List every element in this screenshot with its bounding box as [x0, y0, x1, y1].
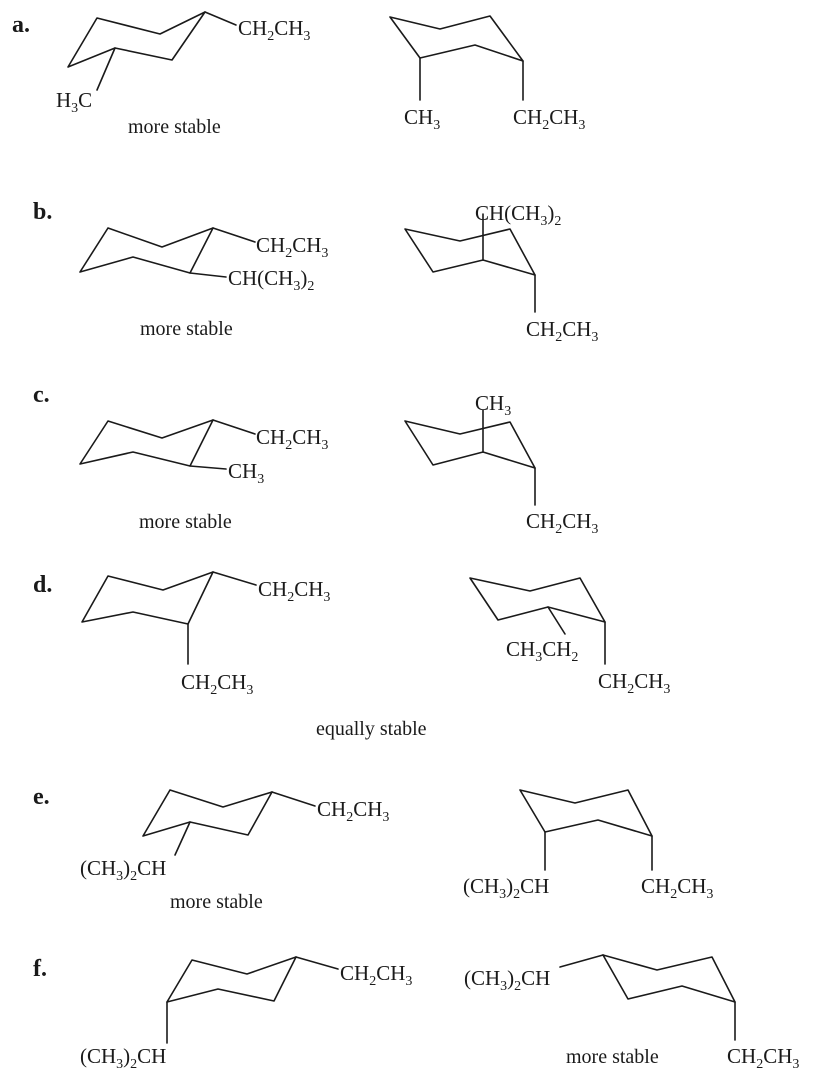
part-d-right-structure: CH3CH2 CH2CH3 — [469, 577, 670, 697]
substituent-c-left-1: CH2CH3 — [256, 425, 328, 453]
substituent-b-right-2: CH2CH3 — [526, 317, 598, 345]
cyclohexane-chair-e-left — [142, 789, 273, 837]
substituent-e-left-1: CH2CH3 — [317, 797, 389, 825]
stability-note-b: more stable — [140, 318, 233, 340]
substituent-e-right-1: (CH3)2CH — [463, 874, 549, 902]
stability-note-d: equally stable — [316, 718, 427, 740]
substituent-d-right-2: CH2CH3 — [598, 669, 670, 697]
substituent-a-right-1: CH3 — [404, 105, 440, 133]
part-b-right-structure: CH(CH3)2 CH2CH3 — [404, 201, 598, 345]
part-c-right-structure: CH3 CH2CH3 — [404, 391, 598, 537]
part-label-f: f. — [33, 956, 47, 982]
stability-note-e: more stable — [170, 891, 263, 913]
part-label-a: a. — [12, 12, 30, 38]
substituent-a-left-2: H3C — [56, 88, 92, 116]
substituent-c-right-1: CH3 — [475, 391, 511, 419]
part-f: f. CH2CH3 (CH3)2CH (CH3)2CH CH2CH3 more … — [33, 954, 799, 1072]
part-c: c. CH2CH3 CH3 more stable CH3 CH2CH3 — [33, 382, 598, 537]
substituent-d-right-1: CH3CH2 — [506, 637, 578, 665]
substituent-f-right-1: (CH3)2CH — [464, 966, 550, 994]
stability-note-f: more stable — [566, 1046, 659, 1068]
substituent-b-left-1: CH2CH3 — [256, 233, 328, 261]
substituent-c-left-2: CH3 — [228, 459, 264, 487]
substituent-e-right-2: CH2CH3 — [641, 874, 713, 902]
cyclohexane-chair-e-right — [519, 789, 653, 837]
cyclohexane-chair-c-left — [79, 419, 214, 467]
cyclohexane-chair-b-left — [79, 227, 214, 274]
part-f-right-structure: (CH3)2CH CH2CH3 more stable — [464, 954, 799, 1072]
part-c-left-structure: CH2CH3 CH3 more stable — [79, 419, 328, 533]
part-label-c: c. — [33, 382, 50, 408]
part-d: d. CH2CH3 CH2CH3 CH3CH2 CH2CH3 equally s… — [33, 571, 670, 740]
stability-note-a: more stable — [128, 116, 221, 138]
substituent-f-left-2: (CH3)2CH — [80, 1044, 166, 1072]
part-label-d: d. — [33, 572, 52, 598]
part-f-left-structure: CH2CH3 (CH3)2CH — [80, 956, 412, 1072]
substituent-b-left-2: CH(CH3)2 — [228, 266, 314, 294]
substituent-c-right-2: CH2CH3 — [526, 509, 598, 537]
substituent-d-left-1: CH2CH3 — [258, 577, 330, 605]
substituent-b-right-1: CH(CH3)2 — [475, 201, 561, 229]
substituent-a-right-2: CH2CH3 — [513, 105, 585, 133]
part-e: e. CH2CH3 (CH3)2CH more stable (CH3)2CH … — [33, 784, 713, 913]
part-label-b: b. — [33, 199, 52, 225]
substituent-d-left-2: CH2CH3 — [181, 670, 253, 698]
part-e-left-structure: CH2CH3 (CH3)2CH more stable — [80, 789, 389, 913]
part-d-left-structure: CH2CH3 CH2CH3 — [81, 571, 330, 698]
part-e-right-structure: (CH3)2CH CH2CH3 — [463, 789, 713, 902]
cyclohexane-chair-d-right — [469, 577, 606, 623]
part-a: a. CH2CH3 H3C more stable CH3 CH2CH3 — [12, 11, 585, 138]
part-a-left-structure: CH2CH3 H3C more stable — [56, 11, 310, 138]
cyclohexane-chair-a-right — [389, 15, 524, 62]
part-label-e: e. — [33, 784, 50, 810]
part-b-left-structure: CH2CH3 CH(CH3)2 more stable — [79, 227, 328, 340]
part-b: b. CH2CH3 CH(CH3)2 more stable CH(CH3)2 … — [33, 199, 598, 345]
substituent-f-left-1: CH2CH3 — [340, 961, 412, 989]
stability-note-c: more stable — [139, 511, 232, 533]
substituent-f-right-2: CH2CH3 — [727, 1044, 799, 1072]
cyclohexane-chair-f-right — [602, 954, 736, 1003]
cyclohexane-chair-c-right — [404, 420, 536, 469]
substituent-e-left-2: (CH3)2CH — [80, 856, 166, 884]
part-a-right-structure: CH3 CH2CH3 — [389, 15, 585, 133]
cyclohexane-chair-a-left — [67, 11, 206, 68]
cyclohexane-chair-d-left — [81, 571, 214, 625]
substituent-a-left-1: CH2CH3 — [238, 16, 310, 44]
cyclohexane-chair-f-left — [166, 956, 297, 1003]
cyclohexane-chair-b-right — [404, 228, 536, 276]
